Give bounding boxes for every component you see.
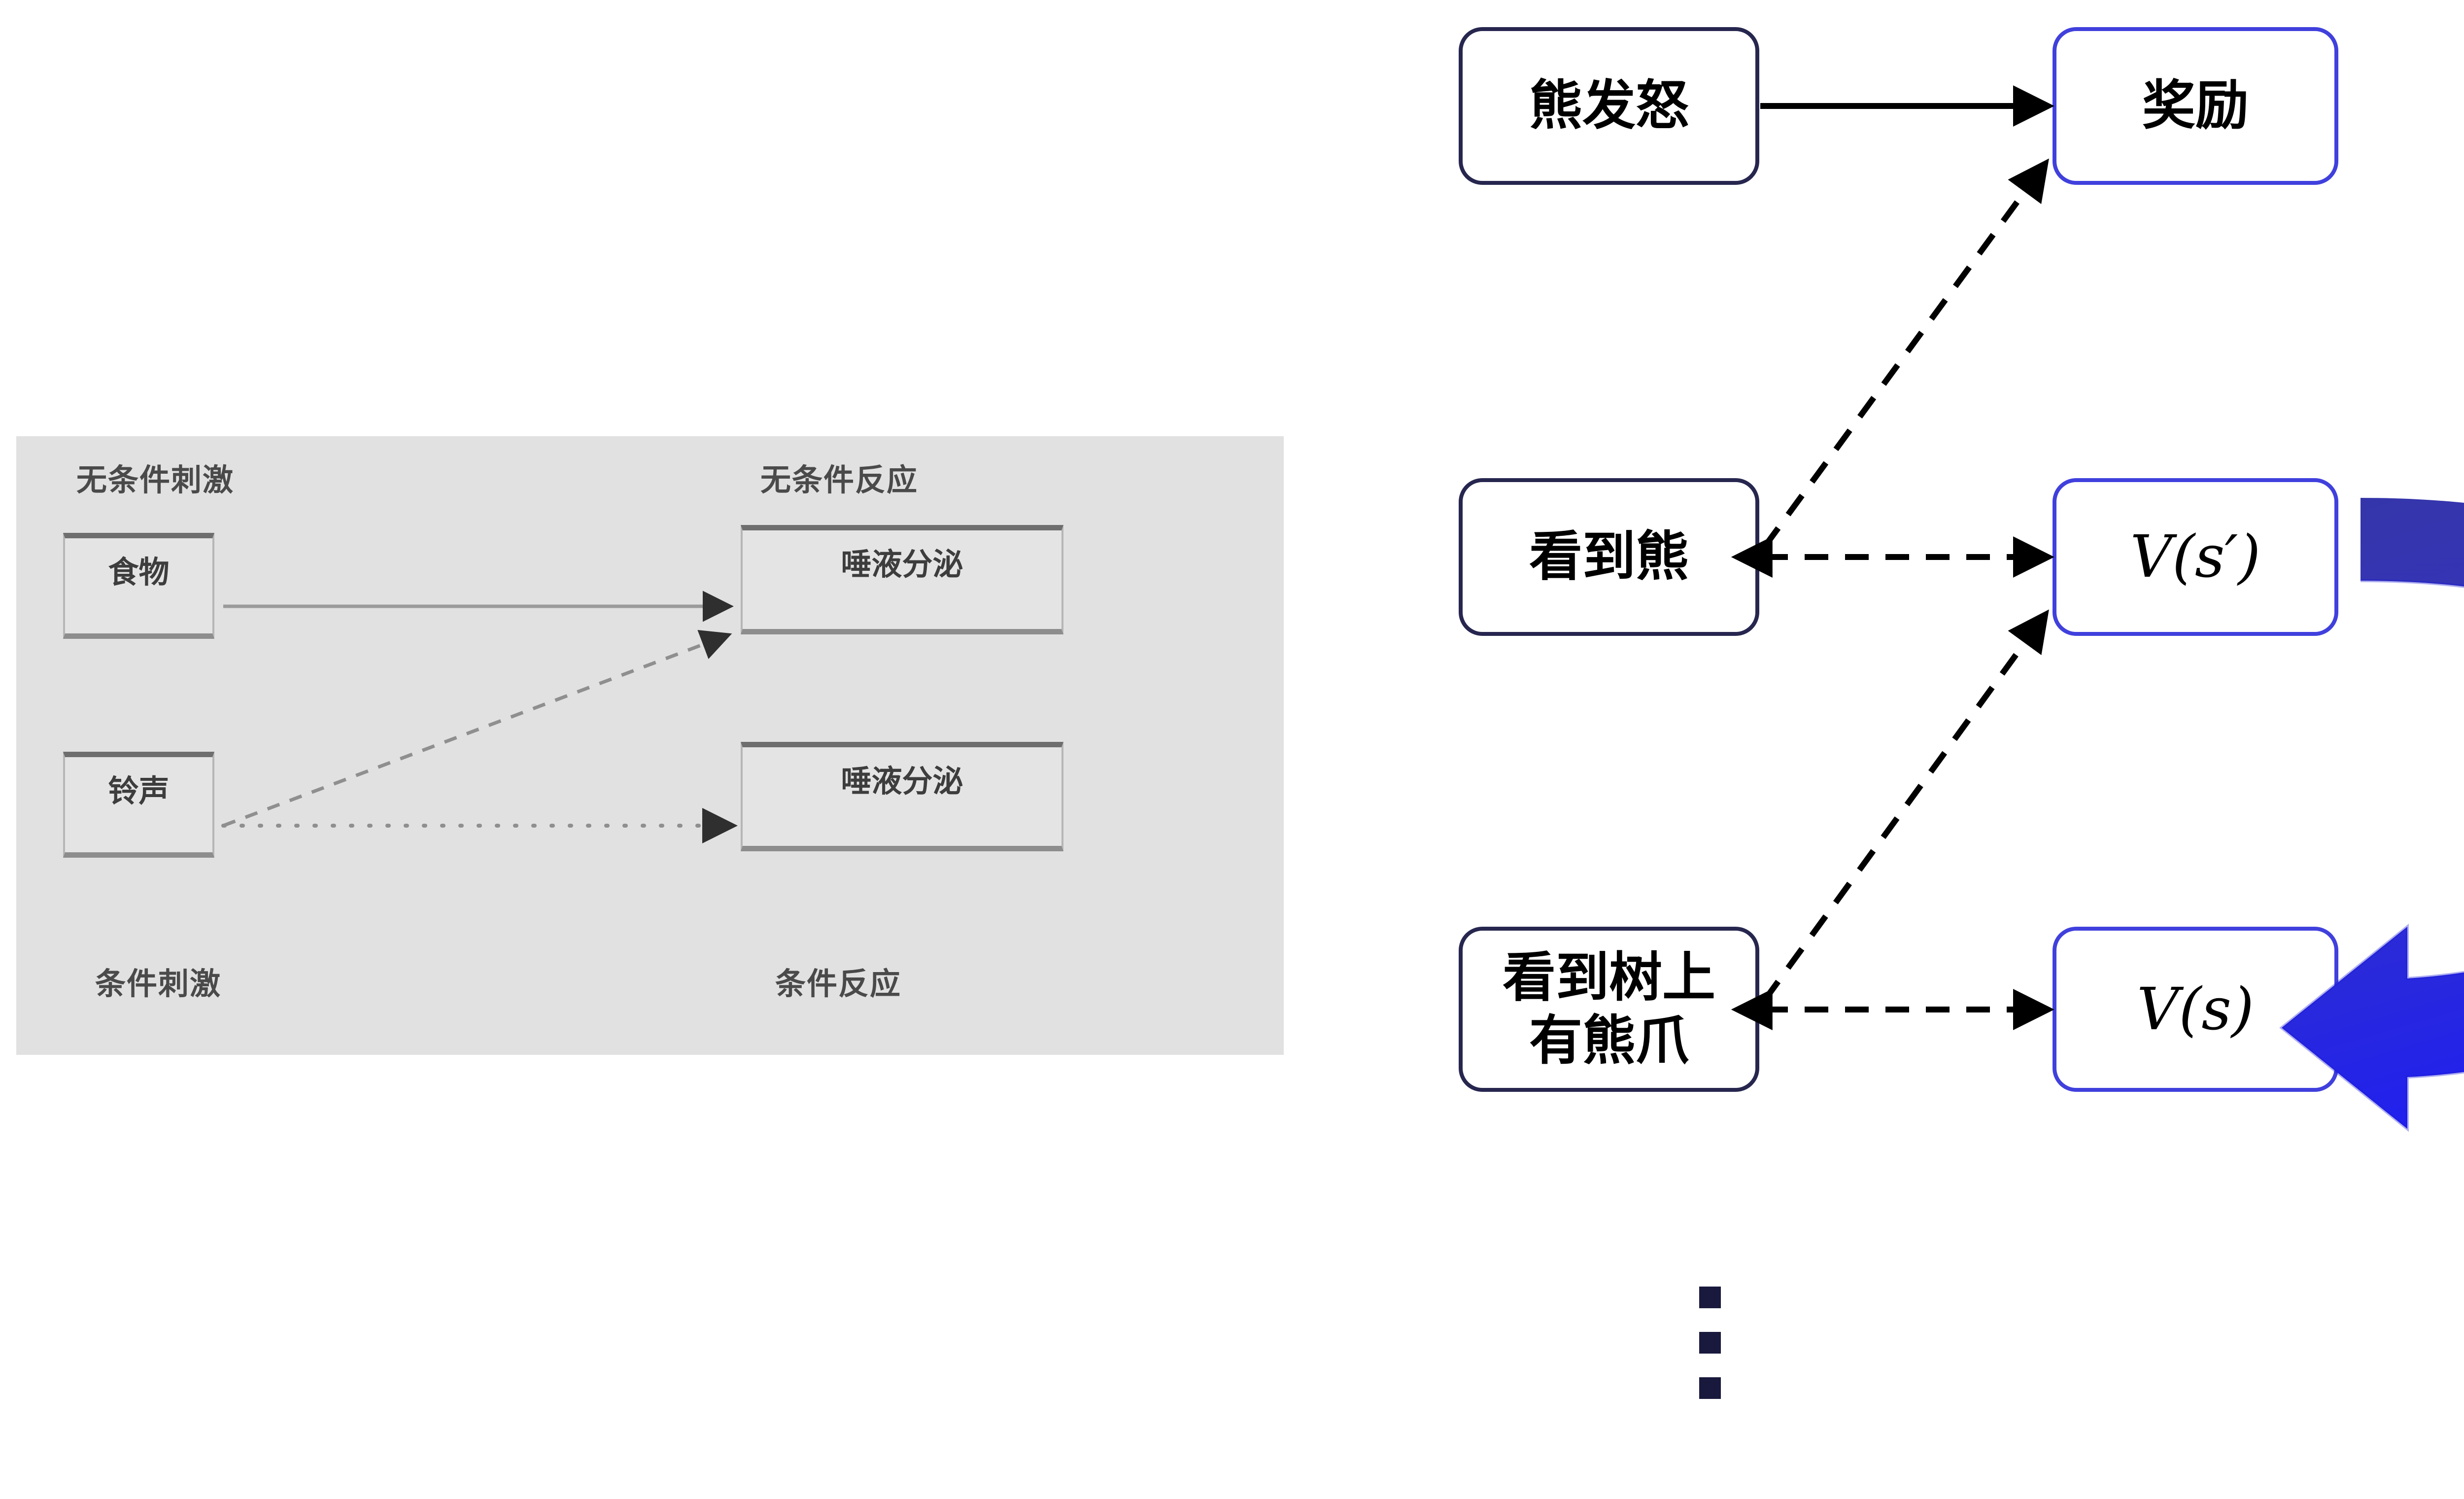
rl-box-see-bear[interactable]: 看到熊 <box>1459 478 1759 636</box>
pavlov-header-unconditioned-response: 无条件反应 <box>760 462 919 498</box>
ellipsis-dot <box>1699 1377 1721 1399</box>
rl-arrow-see-claw-to-v-s-prime <box>1762 609 2049 1003</box>
pavlov-header-conditioned-stimulus: 条件刺激 <box>95 966 222 1002</box>
rl-box-bear-angry-label: 熊发怒 <box>1529 75 1689 137</box>
rl-box-bear-angry[interactable]: 熊发怒 <box>1459 27 1759 185</box>
pavlov-arrow-bell-to-salivation-top <box>222 630 732 828</box>
rl-box-v-s-prime-label: V(s′) <box>2130 523 2261 591</box>
pavlov-header-conditioned-response: 条件反应 <box>775 966 902 1002</box>
rl-arrows-layer <box>1731 85 2464 1132</box>
pavlov-box-food-label: 食物 <box>108 554 170 590</box>
rl-td-diagram-panel: 熊发怒 看到熊 看到树上 有熊爪 奖励 V(s′) V(s) <box>1459 0 2464 1499</box>
ellipsis-dot <box>1699 1287 1721 1308</box>
rl-box-reward[interactable]: 奖励 <box>2053 27 2338 185</box>
ellipsis-dot <box>1699 1332 1721 1354</box>
pavlov-box-salivation-top-label: 唾液分泌 <box>841 546 963 582</box>
rl-box-v-s-label: V(s) <box>2137 975 2254 1043</box>
pavlov-box-salivation-bottom-label: 唾液分泌 <box>841 763 963 799</box>
rl-arrow-see-bear-to-reward <box>1762 158 2049 549</box>
rl-box-reward-label: 奖励 <box>2142 74 2249 137</box>
pavlov-box-bell: 铃声 <box>63 752 214 858</box>
rl-ellipsis-left <box>1699 1287 1721 1399</box>
rl-box-see-bear-label: 看到熊 <box>1529 526 1689 588</box>
pavlov-box-salivation-top: 唾液分泌 <box>741 525 1063 634</box>
pavlov-box-bell-label: 铃声 <box>108 773 170 809</box>
pavlov-box-food: 食物 <box>63 533 214 639</box>
pavlov-arrows-layer <box>221 591 738 843</box>
pavlov-header-unconditioned-stimulus: 无条件刺激 <box>76 462 235 498</box>
rl-box-v-s[interactable]: V(s) <box>2053 927 2338 1092</box>
pavlov-box-salivation-bottom: 唾液分泌 <box>741 742 1063 851</box>
rl-box-see-claw[interactable]: 看到树上 有熊爪 <box>1459 927 1759 1092</box>
pavlov-conditioning-panel: 无条件刺激 无条件反应 条件刺激 条件反应 食物 铃声 唾液分泌 唾液分泌 <box>16 436 1284 1055</box>
rl-box-v-s-prime[interactable]: V(s′) <box>2053 478 2338 636</box>
rl-box-see-claw-label: 看到树上 有熊爪 <box>1502 947 1715 1072</box>
